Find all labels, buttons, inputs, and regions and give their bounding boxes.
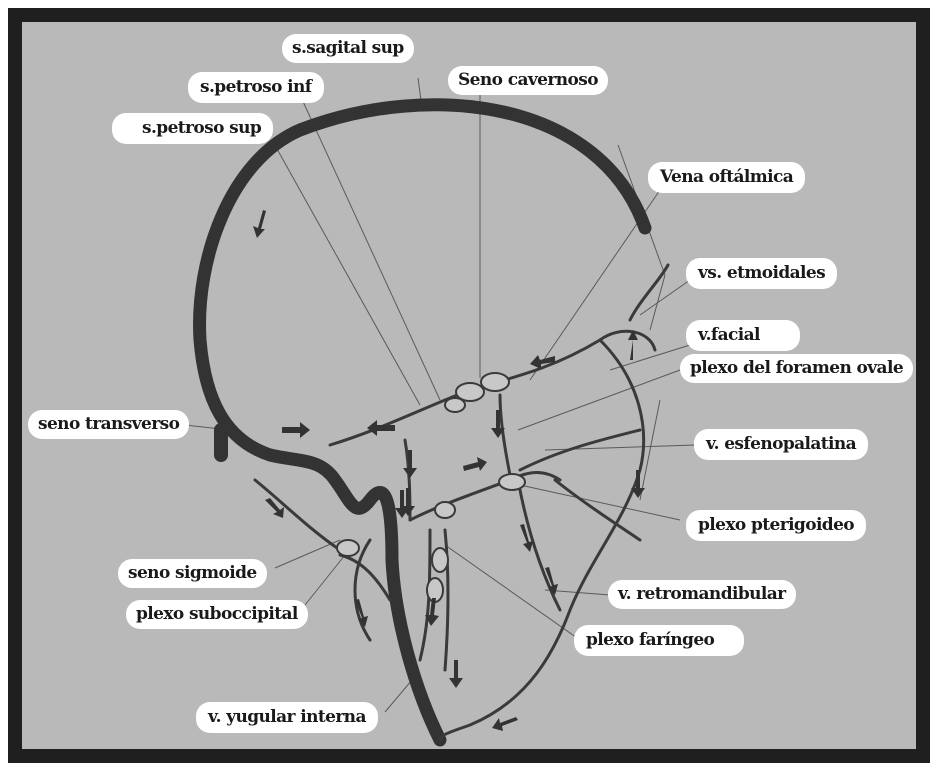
pharyngeal-plexus-1 <box>432 548 448 572</box>
label-v-facial: v.facial <box>686 320 800 351</box>
leader-etmoidales <box>640 280 690 315</box>
leader-suboccipital <box>305 555 345 605</box>
label-plexo-pterigoideo: plexo pterigoideo <box>686 510 866 541</box>
leader-petroso-sup <box>272 140 420 405</box>
flow-arrow-17 <box>492 717 518 731</box>
label-vena-oftalmica: Vena oftálmica <box>648 162 805 193</box>
pterygoid-plexus-2 <box>435 502 455 518</box>
label-seno-transverso: seno transverso <box>28 410 189 439</box>
pterygoid-link <box>410 473 560 521</box>
flow-arrow-9 <box>463 457 487 471</box>
leader-petroso-inf <box>300 95 440 400</box>
label-vs-etmoidales: vs. etmoidales <box>686 258 837 289</box>
label-plexo-faringeo: plexo faríngeo <box>574 625 744 656</box>
leader-yugular <box>385 680 412 712</box>
label-plexo-suboccipital: plexo suboccipital <box>126 600 308 629</box>
leader-pterigoideo <box>520 485 680 520</box>
cavernous-plexus-2 <box>481 373 509 391</box>
label-v-yugular-interna: v. yugular interna <box>196 702 378 733</box>
label-s-sagital-sup: s.sagital sup <box>282 34 414 63</box>
pterygoid-plexus-1 <box>499 474 525 490</box>
label-v-retromandibular: v. retromandibular <box>608 580 796 609</box>
flow-arrow-1 <box>282 422 310 438</box>
ethmoidal-veins <box>630 265 668 320</box>
sphenopalatine-vein <box>520 430 640 470</box>
cavernous-descending <box>500 395 510 475</box>
veins <box>255 265 668 740</box>
label-v-esfenopalatina: v. esfenopalatina <box>694 429 868 460</box>
pterygoid-branch <box>555 480 640 540</box>
sigmoid-branch <box>255 480 340 550</box>
flow-arrow-13 <box>449 660 463 688</box>
suboccipital-link <box>340 555 390 600</box>
label-seno-cavernoso: Seno cavernoso <box>448 66 608 95</box>
flow-arrow-5 <box>628 330 638 360</box>
leader-faringeo <box>445 545 580 640</box>
label-plexo-foramen-oval: plexo del foramen ovale <box>680 354 913 383</box>
label-seno-sigmoide: seno sigmoide <box>118 559 267 588</box>
label-s-petroso-sup: s.petroso sup <box>112 113 273 144</box>
face-outline-2 <box>650 275 665 330</box>
label-s-petroso-inf: s.petroso inf <box>188 72 324 103</box>
flow-arrow-4 <box>253 210 266 238</box>
suboccipital-vein <box>355 540 370 640</box>
cavernous-plexus-3 <box>445 398 465 412</box>
suboccipital-plexus <box>337 540 359 556</box>
flow-arrow-6 <box>403 450 417 478</box>
